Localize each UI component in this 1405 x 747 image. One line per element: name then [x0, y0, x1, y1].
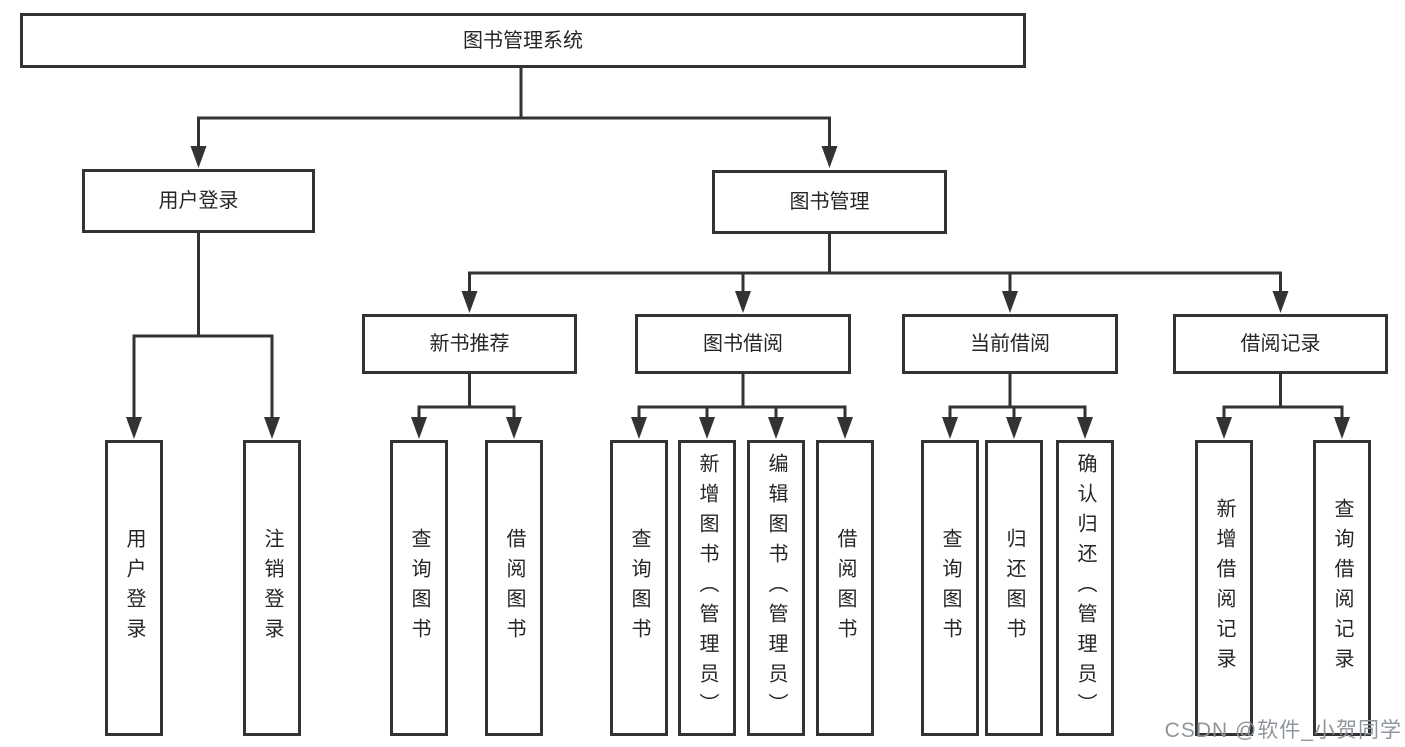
node-root: 图书管理系统 — [20, 13, 1026, 68]
node-current-borrow: 当前借阅 — [902, 314, 1118, 374]
leaf-query-book-borrow: 查询图书 — [610, 440, 668, 736]
leaf-query-book-recommend: 查询图书 — [390, 440, 448, 736]
leaf-add-book-admin: 新增图书（管理员） — [678, 440, 736, 736]
node-book-borrow: 图书借阅 — [635, 314, 851, 374]
node-new-book-recommend: 新书推荐 — [362, 314, 577, 374]
node-book-management: 图书管理 — [712, 170, 947, 234]
leaf-add-borrow-record: 新增借阅记录 — [1195, 440, 1253, 736]
leaf-borrow-book: 借阅图书 — [816, 440, 874, 736]
leaf-query-book-current: 查询图书 — [921, 440, 979, 736]
leaf-return-book: 归还图书 — [985, 440, 1043, 736]
node-borrow-records: 借阅记录 — [1173, 314, 1388, 374]
leaf-query-borrow-record: 查询借阅记录 — [1313, 440, 1371, 736]
leaf-confirm-return-admin: 确认归还（管理员） — [1056, 440, 1114, 736]
csdn-watermark: CSDN @软件_小贺同学 — [1164, 719, 1402, 742]
leaf-borrow-book-recommend: 借阅图书 — [485, 440, 543, 736]
leaf-logout: 注销登录 — [243, 440, 301, 736]
node-user-login: 用户登录 — [82, 169, 315, 233]
leaf-edit-book-admin: 编辑图书（管理员） — [747, 440, 805, 736]
leaf-user-login: 用户登录 — [105, 440, 163, 736]
